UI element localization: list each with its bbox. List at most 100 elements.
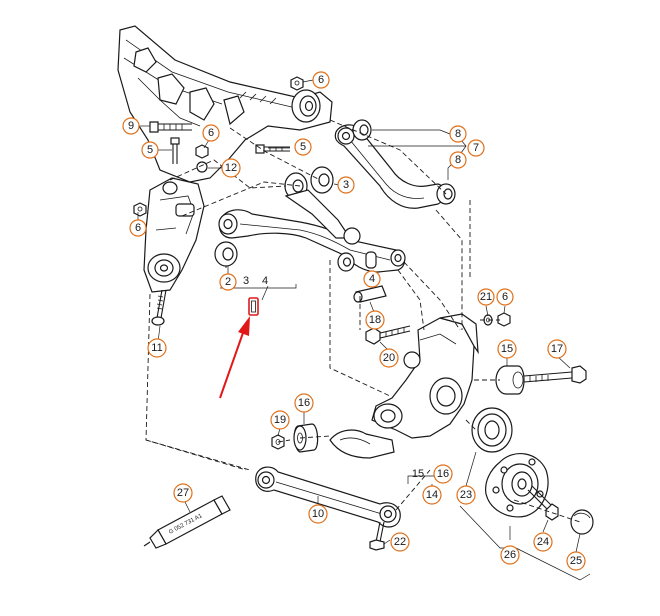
callout-8-top: 8 <box>449 125 467 143</box>
svg-text:6: 6 <box>135 222 141 234</box>
svg-text:22: 22 <box>394 536 406 548</box>
svg-text:26: 26 <box>504 549 516 561</box>
svg-text:9: 9 <box>128 120 134 132</box>
callout-11: 11 <box>147 338 167 358</box>
bolt-5-left <box>170 137 180 164</box>
svg-text:3: 3 <box>343 179 349 191</box>
callout-8-bottom: 8 <box>449 151 467 169</box>
bolt-20 <box>365 325 411 345</box>
callout-10: 10 <box>308 504 328 524</box>
svg-text:16: 16 <box>437 468 449 480</box>
bolt-17 <box>523 365 587 384</box>
callout-9: 9 <box>122 117 140 135</box>
svg-text:4: 4 <box>369 273 375 285</box>
callout-19: 19 <box>270 410 290 430</box>
highlight-box <box>248 297 259 316</box>
callout-5-mid: 5 <box>294 138 312 156</box>
lower-link <box>255 466 401 528</box>
nut-6-top <box>290 76 304 91</box>
callout-16-upper: 16 <box>294 393 314 413</box>
upper-control-arm <box>334 119 456 209</box>
callout-2: 2 <box>219 273 237 291</box>
callout-6-left: 6 <box>129 219 147 237</box>
nut-6-left <box>133 202 147 217</box>
svg-text:6: 6 <box>502 291 508 303</box>
assembly-lines <box>145 119 581 523</box>
svg-text:6: 6 <box>318 74 324 86</box>
red-arrow-head <box>238 316 250 336</box>
bolt-11 <box>151 289 167 326</box>
subframe <box>117 25 333 183</box>
svg-text:19: 19 <box>274 414 286 426</box>
callout-14: 14 <box>422 485 442 505</box>
callout-23: 23 <box>456 485 476 505</box>
callout-12: 12 <box>221 158 241 178</box>
red-arrow <box>219 329 245 399</box>
svg-text:23: 23 <box>460 489 472 501</box>
callout-5-left: 5 <box>141 141 159 159</box>
nut-6-right <box>497 312 511 327</box>
svg-text:5: 5 <box>300 141 306 153</box>
svg-text:12: 12 <box>225 162 237 174</box>
bushing-4 <box>337 251 377 272</box>
svg-text:17: 17 <box>551 343 563 355</box>
label-15-lower: 15 <box>412 468 424 480</box>
callout-20: 20 <box>379 348 399 368</box>
callout-21: 21 <box>477 288 495 306</box>
sleeve-18 <box>353 285 387 303</box>
svg-text:5: 5 <box>147 144 153 156</box>
callout-4-upper: 4 <box>363 270 381 288</box>
callout-26: 26 <box>500 545 520 565</box>
callout-16-lower: 16 <box>433 464 453 484</box>
svg-text:16: 16 <box>298 397 310 409</box>
callout-15-upper: 15 <box>497 339 517 359</box>
callout-22: 22 <box>390 532 410 552</box>
svg-text:24: 24 <box>537 536 549 548</box>
svg-text:10: 10 <box>312 508 324 520</box>
callout-3-upper: 3 <box>337 176 355 194</box>
mount-bracket <box>143 177 205 293</box>
callout-7: 7 <box>467 139 485 157</box>
bushing-16 <box>293 423 319 453</box>
svg-text:20: 20 <box>383 352 395 364</box>
callout-6-right: 6 <box>496 288 514 306</box>
nut-6-mid <box>195 144 209 173</box>
callout-25: 25 <box>566 551 586 571</box>
svg-text:21: 21 <box>480 291 492 303</box>
label-4-lower: 4 <box>262 275 268 287</box>
grease-tube: G 052 731 A1 <box>143 495 231 549</box>
dust-cap <box>570 509 594 535</box>
svg-text:14: 14 <box>426 489 438 501</box>
callout-6-mid: 6 <box>202 124 220 142</box>
bolt-9 <box>149 121 192 133</box>
callout-24: 24 <box>533 532 553 552</box>
lower-control-arm <box>218 189 406 273</box>
wheel-bearing <box>471 407 513 453</box>
bolt-22 <box>369 521 385 551</box>
callout-18: 18 <box>365 310 385 330</box>
svg-text:27: 27 <box>177 487 189 499</box>
bushing-2 <box>214 241 238 267</box>
bushing-15 <box>495 365 525 395</box>
svg-text:25: 25 <box>570 555 582 567</box>
wheel-carrier <box>329 313 479 459</box>
bolt-24 <box>527 485 559 521</box>
svg-text:11: 11 <box>151 342 162 354</box>
svg-text:8: 8 <box>455 154 461 166</box>
svg-text:8: 8 <box>455 128 461 140</box>
label-3-lower: 3 <box>243 275 249 287</box>
plain-labels: 3 4 15 <box>243 275 424 480</box>
callout-27: 27 <box>173 483 193 503</box>
callout-6-top: 6 <box>312 71 330 89</box>
bolt-5-mid <box>255 144 290 154</box>
highlight-marker <box>219 297 259 399</box>
svg-text:15: 15 <box>501 343 513 355</box>
svg-text:2: 2 <box>225 276 231 288</box>
wheel-hub <box>485 453 549 518</box>
callout-17: 17 <box>547 339 567 359</box>
svg-text:7: 7 <box>473 142 479 154</box>
svg-text:18: 18 <box>369 314 381 326</box>
svg-text:6: 6 <box>208 127 214 139</box>
